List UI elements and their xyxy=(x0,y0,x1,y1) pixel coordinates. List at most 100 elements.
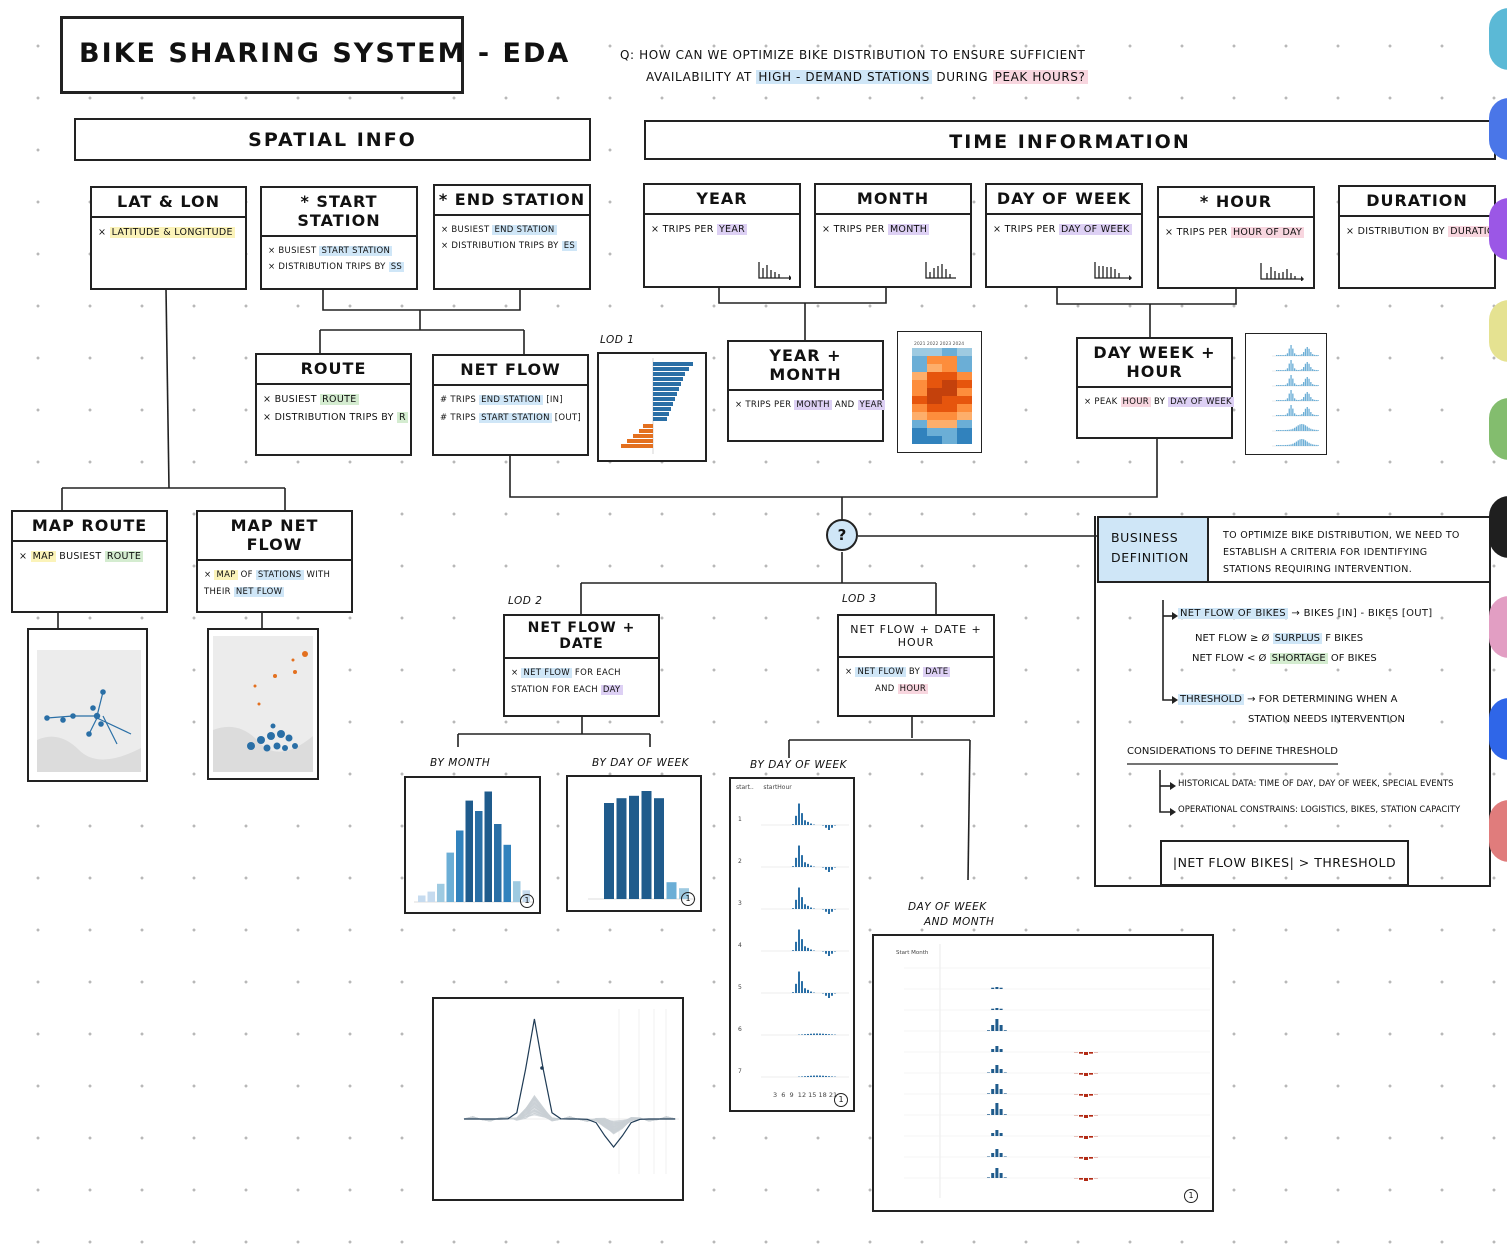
mini-bar xyxy=(1297,384,1299,386)
hour-bar xyxy=(795,815,797,825)
side-tab[interactable] xyxy=(1489,98,1507,160)
mini-bar xyxy=(1317,414,1319,416)
day-of-week-title: DAY OF WEEK xyxy=(987,185,1141,215)
lod2-label: LOD 2 xyxy=(508,595,543,607)
hour-bar xyxy=(831,951,833,954)
mini-bar xyxy=(1313,429,1316,431)
mini-bar xyxy=(1285,399,1287,401)
side-tab[interactable] xyxy=(1489,398,1507,460)
business-definition-header: BUSINESS DEFINITION TO OPTIMIZE BIKE DIS… xyxy=(1097,516,1491,583)
heatmap-cell xyxy=(957,348,972,356)
mini-bar xyxy=(1317,369,1319,371)
side-tab[interactable] xyxy=(1489,8,1507,70)
hour-bar xyxy=(991,1133,995,1136)
neg-hour-bar xyxy=(1089,1115,1093,1117)
neg-hour-bar xyxy=(1089,1178,1093,1180)
year-box: YEAR × TRIPS PER YEAR xyxy=(643,183,801,288)
mini-bar xyxy=(1283,414,1285,416)
neg-hour-bar xyxy=(1089,1073,1093,1075)
side-tab[interactable] xyxy=(1489,800,1507,862)
side-tab[interactable] xyxy=(1489,198,1507,260)
heatmap-cell xyxy=(957,412,972,420)
mini-bar xyxy=(1299,439,1301,446)
mini-bar xyxy=(1310,367,1312,371)
mini-bar xyxy=(1308,393,1310,401)
hour-bar xyxy=(801,813,803,825)
station-line xyxy=(463,1095,676,1128)
hour-bar xyxy=(999,1133,1003,1136)
heatmap-cell xyxy=(942,396,957,404)
hour-bar xyxy=(828,993,830,998)
neg-hour-bar xyxy=(1084,1136,1088,1139)
mini-bar xyxy=(1308,348,1310,356)
hour-bar xyxy=(828,951,830,956)
hour-bar xyxy=(810,1075,812,1077)
mini-bar xyxy=(1297,414,1299,416)
hour-bar xyxy=(991,1089,995,1094)
neg-hour-bar xyxy=(1089,1094,1093,1096)
research-question: Q: HOW CAN WE OPTIMIZE BIKE DISTRIBUTION… xyxy=(620,48,1088,84)
mini-bar xyxy=(1288,393,1290,401)
mini-bar xyxy=(1276,355,1278,356)
heatmap-cell xyxy=(942,388,957,396)
hour-bar xyxy=(987,1030,990,1031)
map-route-box: MAP ROUTE × MAP BUSIEST ROUTE xyxy=(11,510,168,613)
hour-bar xyxy=(999,987,1003,989)
mini-bar xyxy=(1317,399,1319,401)
month-bar xyxy=(475,811,483,902)
side-tab[interactable] xyxy=(1489,300,1507,362)
lod3-label: LOD 3 xyxy=(842,593,877,605)
mini-bar xyxy=(1286,383,1289,386)
heatmap-cell xyxy=(912,364,927,372)
heatmap-cell xyxy=(927,356,942,364)
hour-bar xyxy=(987,1177,990,1178)
mini-bar xyxy=(1295,369,1298,371)
hour-bar xyxy=(798,803,800,825)
hour-bar xyxy=(995,1130,999,1136)
hour-bar xyxy=(999,1008,1003,1010)
mini-bar xyxy=(1283,429,1285,431)
mini-bar xyxy=(1294,427,1296,431)
hour-bar xyxy=(991,987,995,989)
net-flow-date-title: NET FLOW + DATE xyxy=(505,616,658,659)
mini-bar xyxy=(1310,443,1312,446)
mini-bar xyxy=(1304,425,1307,431)
heatmap-cell xyxy=(927,380,942,388)
neg-hour-bar xyxy=(1084,1094,1088,1097)
lod1-label: LOD 1 xyxy=(600,334,635,346)
mini-bar xyxy=(1308,442,1310,446)
mini-bar xyxy=(1295,384,1298,386)
dow-bar xyxy=(604,803,614,899)
highlight-point xyxy=(540,1066,544,1070)
dow-bar xyxy=(654,798,664,899)
hour-bar xyxy=(807,1075,809,1077)
mini-bar xyxy=(1276,429,1278,431)
mini-bar xyxy=(1308,427,1310,431)
heatmap-cell xyxy=(912,420,927,428)
mini-bar xyxy=(1312,429,1314,431)
business-definition-panel xyxy=(1094,516,1491,887)
month-bar xyxy=(494,824,502,902)
heatmap-cell xyxy=(957,420,972,428)
heatmap-cell xyxy=(927,436,942,444)
heatmap-cell xyxy=(942,404,957,412)
station-line xyxy=(463,1113,676,1131)
mini-bar xyxy=(1306,441,1308,446)
neg-hour-bar xyxy=(1084,1115,1088,1118)
side-tab[interactable] xyxy=(1489,596,1507,658)
mini-bar xyxy=(1306,347,1308,356)
heatmap-cell xyxy=(927,388,942,396)
neg-hour-bar xyxy=(1084,1178,1088,1181)
mini-bar xyxy=(1283,399,1285,401)
hour-bar xyxy=(831,1034,833,1035)
mini-bar xyxy=(1304,440,1307,446)
side-tab[interactable] xyxy=(1489,698,1507,760)
side-tab[interactable] xyxy=(1489,496,1507,558)
route-box: ROUTE × BUSIEST ROUTE × DISTRIBUTION TRI… xyxy=(255,353,412,456)
mini-bar xyxy=(1308,363,1310,371)
mini-bar xyxy=(1279,370,1281,371)
row-label: 5 xyxy=(738,984,742,991)
start-station-title: * START STATION xyxy=(262,188,416,237)
heatmap-cell xyxy=(957,388,972,396)
chart-marker-circle: 1 xyxy=(681,892,695,906)
